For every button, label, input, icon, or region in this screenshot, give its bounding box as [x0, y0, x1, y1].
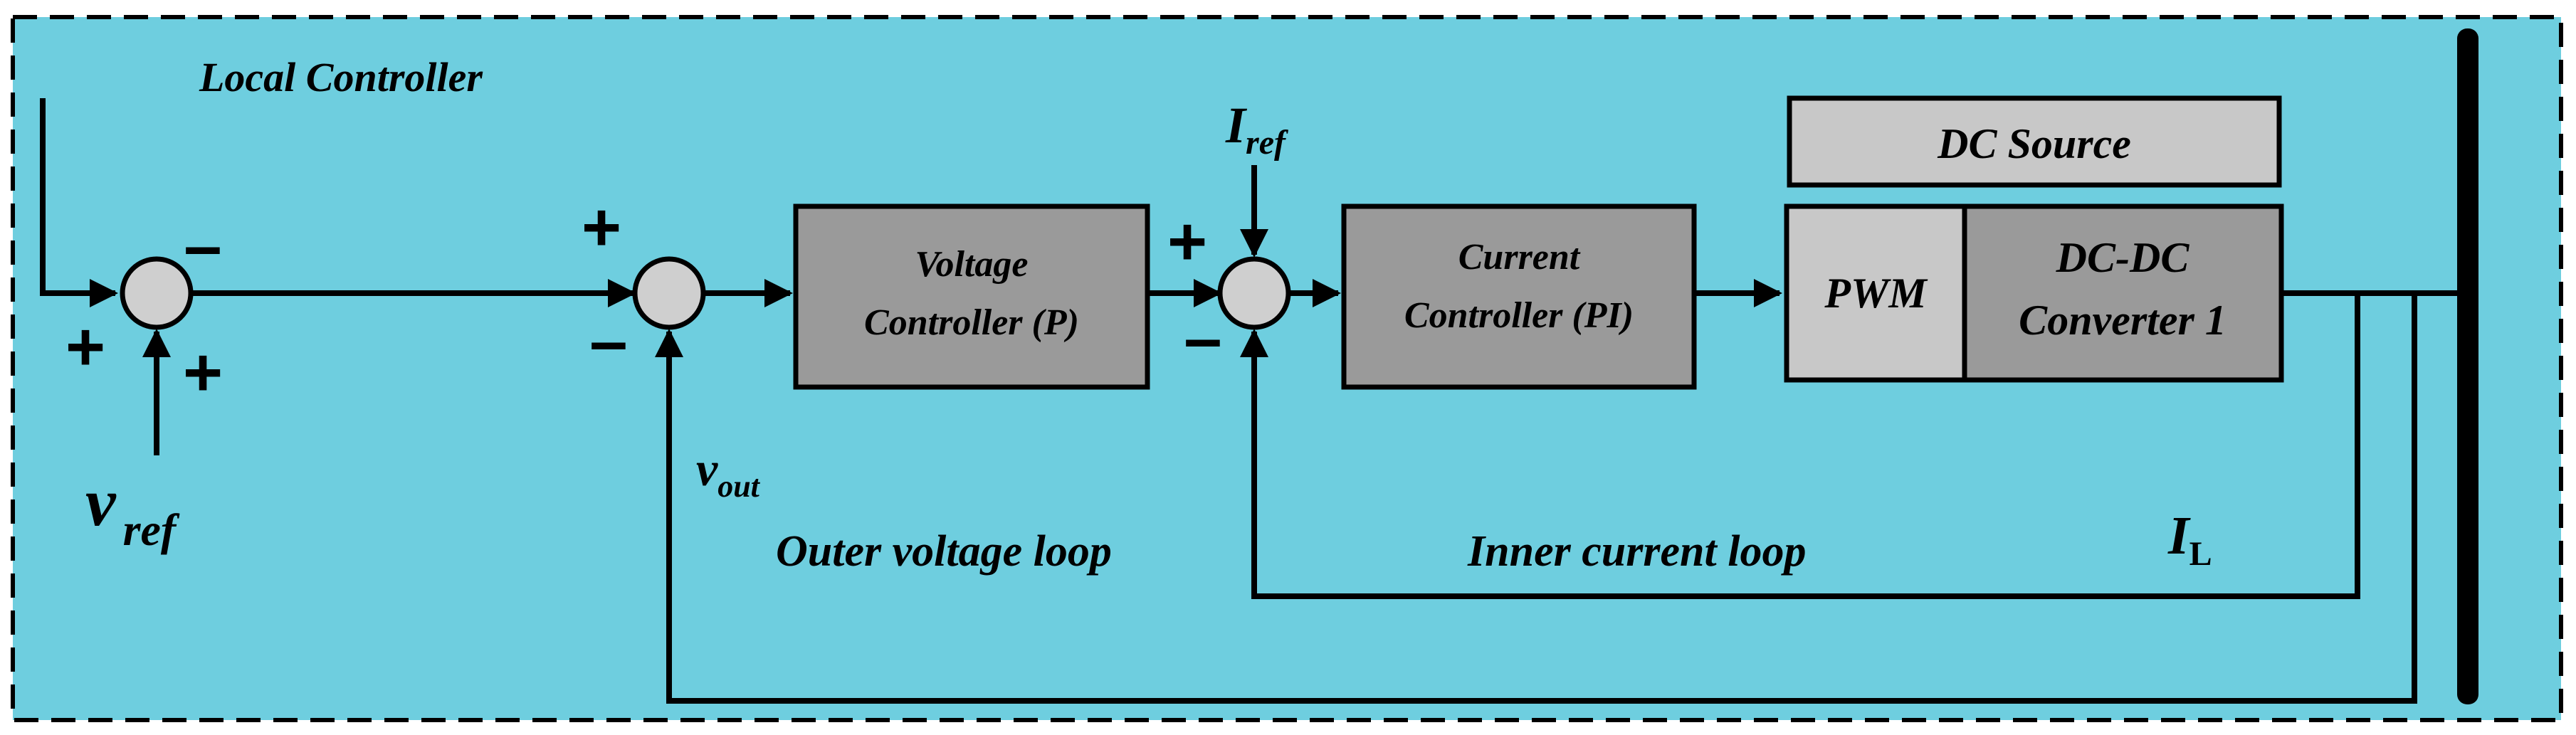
sum1-minus-sign: –	[184, 208, 221, 284]
outer-loop-feedback	[655, 293, 2417, 704]
current-controller-block	[1341, 203, 1697, 390]
panel-title: Local Controller	[199, 54, 483, 100]
voltage-controller-label-1: Voltage	[915, 244, 1029, 285]
voltage-controller-label-2: Controller (P)	[864, 302, 1079, 343]
voltage-controller-block	[793, 203, 1150, 390]
outer-loop-label: Outer voltage loop	[776, 527, 1112, 576]
input-line	[40, 98, 118, 307]
pwm-label: PWM	[1824, 270, 1928, 317]
il-label: IL	[2167, 506, 2212, 573]
vout-label: vout	[696, 442, 761, 504]
dc-bus-bar	[2457, 28, 2478, 704]
converter-label-2: Converter 1	[2019, 297, 2227, 344]
current-controller-label-1: Current	[1458, 237, 1581, 277]
sum1-plus-sign-right: +	[183, 334, 223, 411]
sum3-minus-sign: –	[1184, 300, 1221, 376]
summing-junction-2	[632, 256, 706, 330]
sum2-plus-sign: +	[582, 189, 621, 265]
inner-loop-label: Inner current loop	[1467, 527, 1806, 576]
dc-source-block	[1787, 95, 2282, 188]
converter-label-1: DC-DC	[2056, 234, 2190, 281]
summing-junction-3	[1217, 256, 1291, 330]
sum2-minus-sign: –	[589, 303, 627, 379]
pwm-block	[1784, 203, 1967, 383]
iref-label: Iref	[1225, 97, 1288, 162]
inner-loop-feedback	[1240, 293, 2360, 599]
dc-source-label: DC Source	[1937, 120, 2131, 167]
dc-dc-converter-block	[1962, 203, 2284, 383]
current-controller-label-2: Controller (PI)	[1404, 295, 1634, 336]
sum3-plus-sign: +	[1167, 203, 1207, 280]
sum1-plus-sign-left: +	[65, 309, 105, 385]
signal-lines	[40, 98, 2457, 704]
summing-junction-1	[120, 256, 194, 330]
